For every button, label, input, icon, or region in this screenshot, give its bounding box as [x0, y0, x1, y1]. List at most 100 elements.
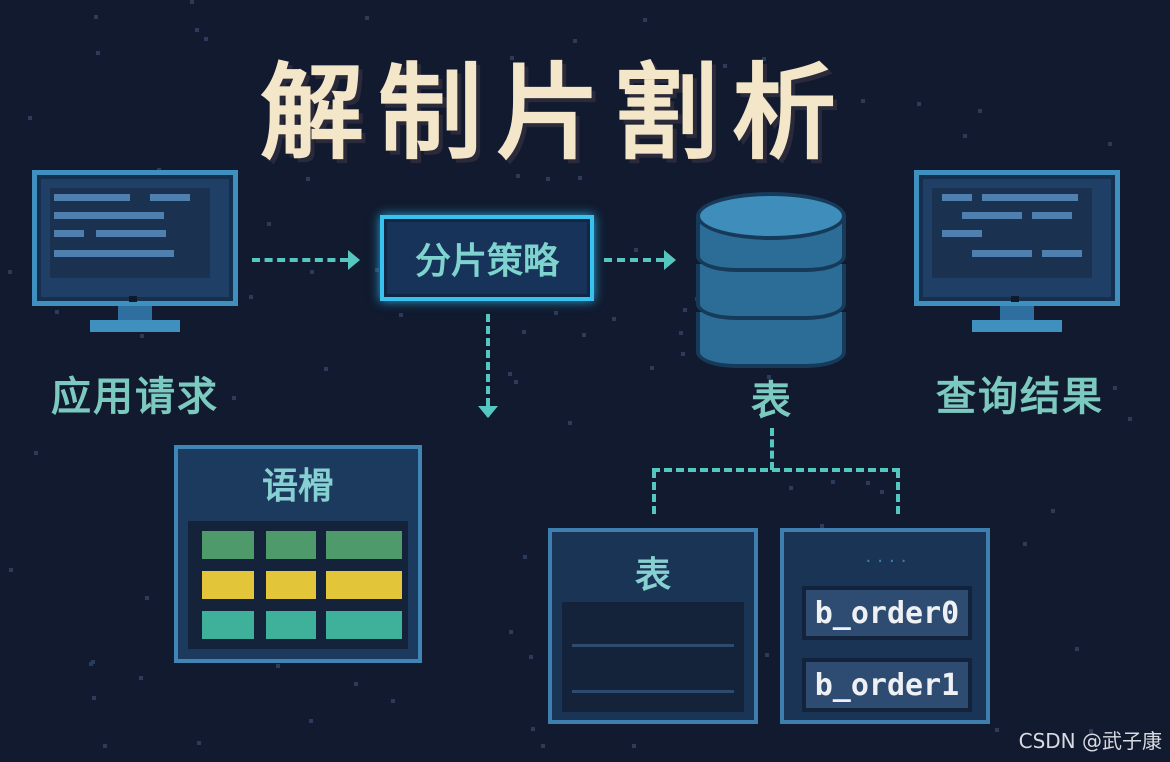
- star-dot: [190, 0, 194, 4]
- routing-grid: [188, 521, 408, 649]
- connector-table-trunk: [770, 428, 774, 470]
- star-dot: [723, 64, 727, 68]
- star-dot: [995, 728, 999, 732]
- monitor-icon: [32, 170, 238, 350]
- star-dot: [683, 308, 687, 312]
- shard-table-b-order0: b_order0: [802, 586, 972, 640]
- star-dot: [522, 330, 526, 334]
- arrow-right-icon: [664, 250, 676, 270]
- star-dot: [681, 352, 685, 356]
- star-dot: [1023, 542, 1027, 546]
- star-dot: [764, 115, 768, 119]
- shard-table-card: .... b_order0 b_order1: [780, 528, 990, 724]
- star-dot: [1089, 729, 1093, 733]
- star-dot: [8, 270, 12, 274]
- star-dot: [529, 655, 533, 659]
- star-dot: [861, 99, 865, 103]
- star-dot: [310, 270, 314, 274]
- star-dot: [541, 744, 545, 748]
- star-dot: [9, 568, 13, 572]
- star-dot: [96, 51, 100, 55]
- query-result-label: 查询结果: [936, 374, 1104, 420]
- connector-strategy-to-routing: [486, 314, 490, 406]
- connector-request-to-strategy: [252, 258, 348, 262]
- star-dot: [197, 741, 201, 745]
- star-dot: [978, 109, 982, 113]
- star-dot: [92, 696, 96, 700]
- star-dot: [89, 662, 93, 666]
- star-dot: [267, 222, 271, 226]
- star-dot: [103, 744, 107, 748]
- star-dot: [546, 177, 550, 181]
- star-dot: [91, 660, 95, 664]
- star-dot: [145, 596, 149, 600]
- star-dot: [232, 396, 236, 400]
- star-dot: [1128, 417, 1132, 421]
- arrow-right-icon: [348, 250, 360, 270]
- star-dot: [510, 56, 514, 60]
- star-dot: [514, 380, 518, 384]
- monitor-icon: [914, 170, 1120, 350]
- connector-table-branch: [652, 468, 900, 472]
- star-dot: [650, 366, 654, 370]
- star-dot: [765, 653, 769, 657]
- star-dot: [554, 311, 558, 315]
- star-dot: [306, 177, 310, 181]
- star-dot: [94, 15, 98, 19]
- connector-strategy-to-table: [604, 258, 664, 262]
- star-dot: [204, 37, 208, 41]
- star-dot: [880, 490, 884, 494]
- star-dot: [643, 18, 647, 22]
- star-dot: [582, 333, 586, 337]
- star-dot: [324, 367, 328, 371]
- star-dot: [195, 28, 199, 32]
- star-dot: [522, 67, 526, 71]
- routing-panel: 语榾: [174, 445, 422, 663]
- star-dot: [634, 248, 638, 252]
- star-dot: [779, 118, 783, 122]
- star-dot: [523, 555, 527, 559]
- shard-strategy-node: 分片策略: [380, 215, 594, 301]
- star-dot: [767, 375, 771, 379]
- star-dot: [140, 334, 144, 338]
- star-dot: [679, 331, 683, 335]
- database-icon: [696, 192, 846, 368]
- star-dot: [276, 664, 280, 668]
- star-dot: [1051, 509, 1055, 513]
- star-dot: [1113, 386, 1117, 390]
- star-dot: [820, 524, 824, 528]
- star-dot: [365, 16, 369, 20]
- star-dot: [309, 719, 313, 723]
- star-dot: [963, 134, 967, 138]
- arrow-down-icon: [478, 406, 498, 418]
- star-dot: [249, 295, 253, 299]
- star-dot: [866, 481, 870, 485]
- star-dot: [632, 744, 636, 748]
- star-dot: [573, 39, 577, 43]
- star-dot: [508, 372, 512, 376]
- star-dot: [509, 630, 513, 634]
- star-dot: [467, 82, 471, 86]
- watermark: CSDN @武子康: [1018, 729, 1162, 753]
- star-dot: [354, 682, 358, 686]
- star-dot: [568, 421, 572, 425]
- star-dot: [789, 486, 793, 490]
- connector-branch-left: [652, 470, 656, 514]
- table-label: 表: [751, 378, 793, 424]
- star-dot: [762, 57, 766, 61]
- star-dot: [55, 310, 59, 314]
- star-dot: [531, 727, 535, 731]
- connector-branch-right: [896, 470, 900, 514]
- table-card-title: 表: [634, 555, 671, 596]
- star-dot: [917, 102, 921, 106]
- star-dot: [399, 313, 403, 317]
- star-dot: [578, 176, 582, 180]
- star-dot: [1108, 142, 1112, 146]
- table-card-body: [562, 602, 744, 712]
- table-card: 表: [548, 528, 758, 724]
- star-dot: [391, 699, 395, 703]
- star-dot: [139, 676, 143, 680]
- shard-table-b-order1: b_order1: [802, 658, 972, 712]
- star-dot: [612, 317, 616, 321]
